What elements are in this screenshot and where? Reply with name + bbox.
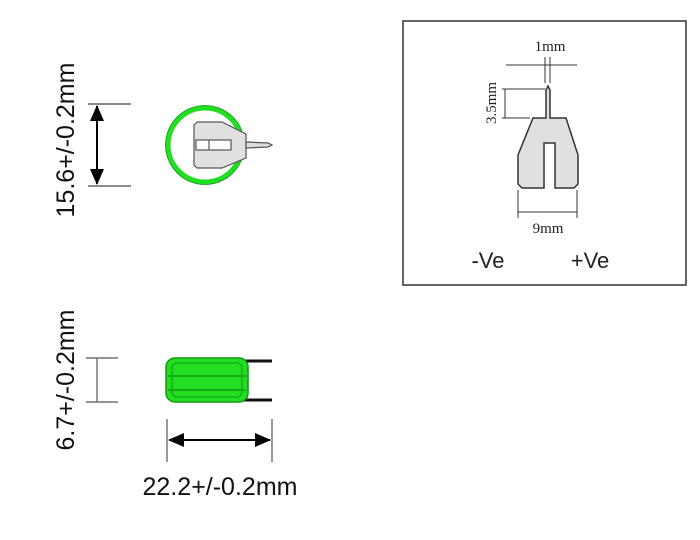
tab-width-label: 9mm [533, 221, 564, 237]
terminal-leads [244, 359, 272, 402]
height-dimension [86, 357, 118, 403]
pin-width-label: 1mm [535, 39, 566, 55]
terminal-tab-shape [517, 84, 579, 189]
cell-side [165, 357, 249, 403]
terminal-detail-inset: 1mm 3.5mm 9mm -Ve +Ve [402, 20, 687, 286]
height-label: 6.7+/-0.2mm [52, 309, 80, 450]
length-label: 22.2+/-0.2mm [143, 473, 298, 501]
length-dimension [166, 419, 273, 462]
negative-terminal-label: -Ve [471, 248, 504, 273]
diameter-label: 15.6+/-0.2mm [52, 63, 80, 218]
diameter-dimension [88, 103, 131, 187]
top-view: 15.6+/-0.2mm [52, 63, 274, 218]
side-view: 6.7+/-0.2mm 22.2+/-0.2mm [52, 309, 297, 501]
terminal-tab-top [193, 121, 274, 169]
pin-length-label: 3.5mm [484, 82, 500, 124]
positive-terminal-label: +Ve [571, 248, 610, 273]
